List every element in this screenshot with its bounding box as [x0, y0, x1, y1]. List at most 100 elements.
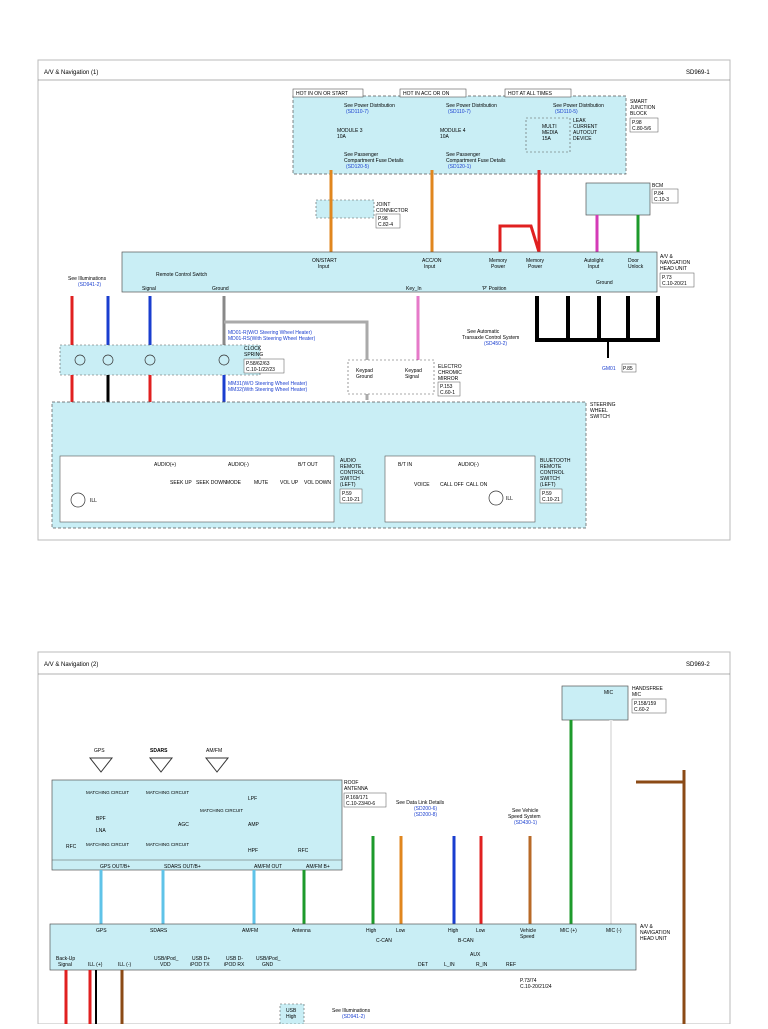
- input-6b: Unlock: [628, 264, 644, 270]
- bt-remote-box: [384, 455, 536, 523]
- leak-3: AUTOCUT: [573, 130, 597, 136]
- hi-10: MIC (+): [560, 928, 577, 934]
- see-transaxle-1: See Automatic: [467, 329, 500, 335]
- handsfree-1: HANDSFREE: [632, 686, 664, 692]
- electro-1: ELECTRO: [438, 364, 462, 370]
- input-4: Memory: [526, 258, 545, 264]
- bl-6b: iPOD RX: [224, 962, 245, 968]
- md01s-label: MD01-RS(With Steering Wheel Heater): [228, 336, 316, 342]
- blk-hpf: HPF: [248, 848, 258, 854]
- sl-3: B/T OUT: [298, 462, 318, 468]
- clock-ref-2: C.10-1/22/23: [246, 367, 275, 373]
- keypad-4: Signal: [405, 374, 419, 380]
- page1-header-left: A/V & Navigation (1): [44, 70, 98, 76]
- gm01-label: GM01: [602, 366, 616, 372]
- ar-5: (LEFT): [340, 482, 356, 488]
- clock-spring-block: [59, 344, 261, 376]
- btn-l-6: VOL DOWN: [304, 480, 331, 486]
- aux-2: L_IN: [444, 962, 455, 968]
- joint-1: JOINT: [376, 202, 390, 208]
- multimedia-3: 15A: [542, 136, 552, 142]
- blk-lpf: LPF: [248, 796, 257, 802]
- ground-label-2: Ground: [596, 280, 613, 286]
- page-2: A/V & Navigation (2) SD969-2 MIC HANDSFR…: [37, 651, 731, 1025]
- handsfree-mic: [561, 685, 629, 721]
- hi-6: Low: [396, 928, 406, 934]
- electro-ref-2: C.60-1: [440, 390, 455, 396]
- hi-11: MIC (-): [606, 928, 622, 934]
- vs-3: (SD430-1): [514, 820, 537, 826]
- page1-header-right: SD969-1: [686, 70, 710, 76]
- input-3b: Power: [491, 264, 506, 270]
- hi-9: Vehicle: [520, 928, 536, 934]
- module4-line2: 10A: [440, 134, 450, 140]
- roof-1: ROOF: [344, 780, 358, 786]
- hot-label-3: HOT AT ALL TIMES: [508, 91, 553, 97]
- remote-control-label: Remote Control Switch: [156, 272, 207, 278]
- input-2b: Input: [424, 264, 436, 270]
- ar-ref-1: P.59: [342, 491, 352, 497]
- input-1b: Input: [318, 264, 330, 270]
- leak-1: LEAK: [573, 118, 586, 124]
- out-3: AM/FM OUT: [254, 864, 282, 870]
- ant-amfm: AM/FM: [206, 748, 222, 754]
- handsfree-ref-1: P.158/159: [634, 701, 656, 707]
- bl-3: ILL (-): [118, 962, 131, 968]
- btn-l-3: MODE: [226, 480, 242, 486]
- hot-label-1: HOT IN ON OR START: [296, 91, 348, 97]
- electro-3: MIRROR: [438, 376, 459, 382]
- can-2: B-CAN: [458, 938, 474, 944]
- bl-2: ILL (+): [88, 962, 103, 968]
- can-1: C-CAN: [376, 938, 392, 944]
- sw-3: SWITCH: [590, 414, 610, 420]
- vs-2: Speed System: [508, 814, 541, 820]
- blk-rfc-2: RFC: [298, 848, 309, 854]
- dl-3: (SD200-8): [414, 812, 437, 818]
- blk-lna-1: LNA: [96, 828, 106, 834]
- btn-l-5: VOL UP: [280, 480, 299, 486]
- clock-spring-2: SPRING: [244, 352, 263, 358]
- bl-1: Back-Up: [56, 956, 75, 962]
- bl-4: USB/iPod_: [154, 956, 179, 962]
- bl-5b: iPOD TX: [190, 962, 210, 968]
- bt-ref-2: C.10-21: [542, 497, 560, 503]
- electro-ref-1: P.153: [440, 384, 453, 390]
- electro-2: CHROMIC: [438, 370, 462, 376]
- hu1-ref-2: C.10-20/21: [662, 281, 687, 287]
- bt-4: SWITCH: [540, 476, 560, 482]
- input-2: ACC/ON: [422, 258, 442, 264]
- joint-ref-2: C.82-4: [378, 222, 393, 228]
- aux-4: REF: [506, 962, 516, 968]
- sjb-1: SMART: [630, 99, 647, 105]
- hu2-1: A/V &: [640, 924, 653, 930]
- module3-line1: MODULE 3: [337, 128, 363, 134]
- joint-2: CONNECTOR: [376, 208, 409, 214]
- hi-3: AM/FM: [242, 928, 258, 934]
- joint-connector: [315, 199, 375, 219]
- module3-line2: 10A: [337, 134, 347, 140]
- btn-r-3: CALL ON: [466, 482, 488, 488]
- ground-label: Ground: [212, 286, 229, 292]
- page2-header-left: A/V & Navigation (2): [44, 662, 98, 668]
- sd110-5: (SD110-5): [555, 109, 578, 115]
- see-pass-1b: Compartment Fuse Details: [344, 158, 404, 164]
- hi-5: High: [366, 928, 377, 934]
- bt-3: CONTROL: [540, 470, 565, 476]
- head-unit-block-1: [121, 251, 658, 293]
- see-pass-1a: See Passenger: [344, 152, 379, 158]
- roof-ref-1: P.169/171: [346, 795, 368, 801]
- input-3: Memory: [489, 258, 508, 264]
- bl-1b: Signal: [58, 962, 72, 968]
- module4-line1: MODULE 4: [440, 128, 466, 134]
- handsfree-2: MIC: [632, 692, 642, 698]
- bt-5: (LEFT): [540, 482, 556, 488]
- page-1: A/V & Navigation (1) SD969-1 HOT IN ON O…: [37, 59, 731, 541]
- clock-ref-1: P.58/62/63: [246, 361, 270, 367]
- out-2: SDARS OUT/B+: [164, 864, 201, 870]
- match-4: MATCHING CIRCUIT: [86, 842, 129, 847]
- blk-rfc-1: RFC: [66, 844, 77, 850]
- sl-2: AUDIO(-): [228, 462, 249, 468]
- hi-1: GPS: [96, 928, 107, 934]
